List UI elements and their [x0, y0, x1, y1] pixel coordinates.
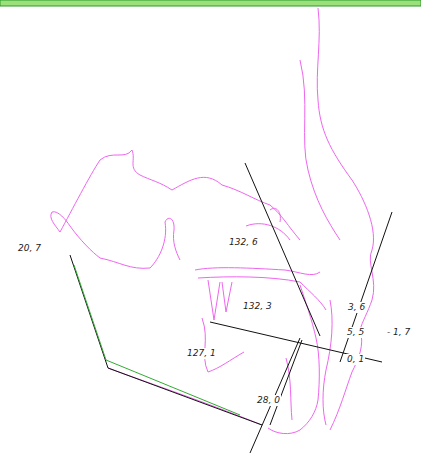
angle-measurement: - 1, 7	[386, 327, 411, 338]
angle-measurement: 0, 1	[346, 354, 365, 365]
reference-lines	[70, 163, 392, 453]
angle-measurement: 132, 3	[242, 301, 273, 312]
angle-measurement: 5, 5	[346, 327, 365, 338]
angle-measurement: 28, 0	[256, 395, 281, 406]
angle-measurement: 3, 6	[347, 302, 366, 313]
top-bar	[0, 0, 421, 6]
angle-measurement: 132, 6	[228, 237, 259, 248]
angle-measurement: 20, 7	[17, 243, 42, 254]
soft-tissue-profile	[51, 8, 374, 434]
angle-measurement: 127, 1	[186, 348, 217, 359]
mandible-plane	[74, 265, 240, 415]
